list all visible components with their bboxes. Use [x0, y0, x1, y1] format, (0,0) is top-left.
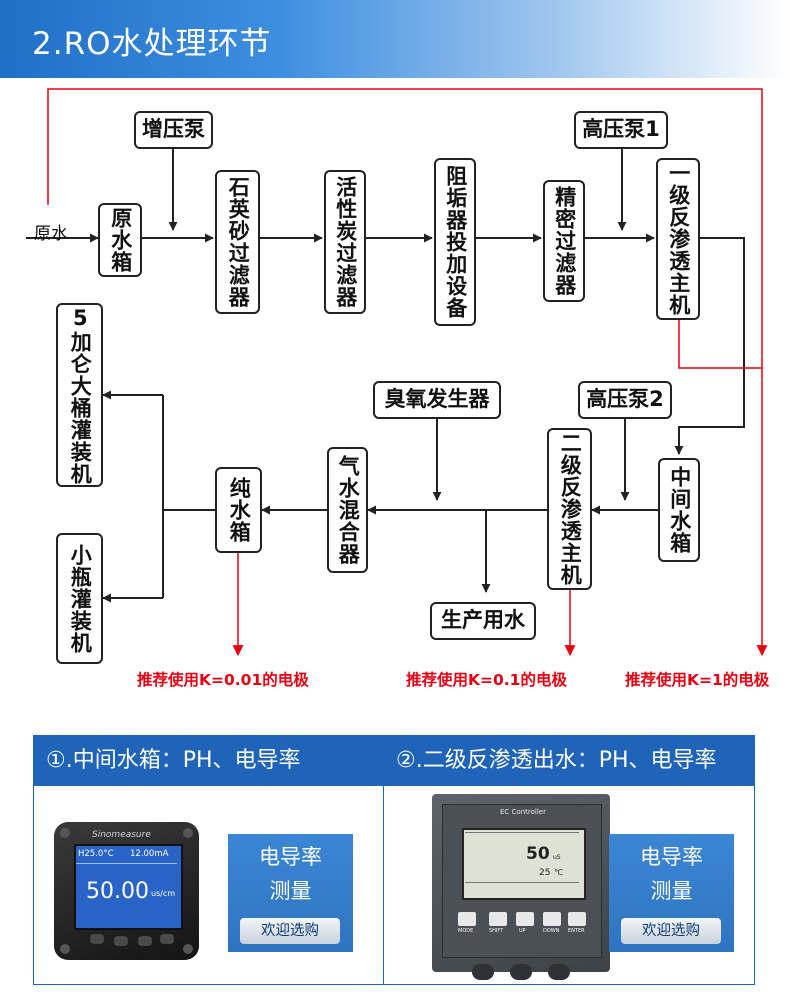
signal-line-ro1 [678, 320, 762, 369]
device-2-value: 50 [526, 844, 550, 864]
device-1-current: 12.00mA [130, 849, 169, 859]
bucket-filler-box: 5加仑大桶灌装机 [56, 303, 103, 487]
device-1-unit: us/cm [151, 889, 176, 898]
production-water-box: 生产用水 [430, 602, 536, 640]
panel-1-title: ①.中间水箱：PH、电导率 [34, 736, 404, 786]
panel-2-title: ②.二级反渗透出水：PH、电导率 [384, 736, 754, 786]
device-1-brand: Sinomeasure [92, 830, 151, 840]
quartz-filter-box: 石英砂过滤器 [215, 170, 260, 314]
mid-tank-box: 中间水箱 [658, 458, 700, 562]
ph-meter-image-2: EC Controller 50 uS 25 ℃ MODE SHIFT UP D… [432, 794, 610, 982]
product-panel-1: ①.中间水箱：PH、电导率 Sinomeasure H25.0°C 12.00m… [33, 735, 405, 985]
section-header: 2.RO水处理环节 [0, 0, 790, 78]
device-2-brand: EC Controller [500, 808, 546, 816]
gas-mixer-box: 气水混合器 [327, 447, 368, 573]
booster-pump-box: 增压泵 [134, 111, 213, 149]
promo-1-line2: 测量 [269, 879, 312, 903]
buy-button-1[interactable]: 欢迎选购 [240, 918, 340, 944]
pure-tank-box: 纯水箱 [215, 467, 262, 553]
precision-filter-box: 精密过滤器 [543, 180, 585, 302]
ph-meter-image-1: Sinomeasure H25.0°C 12.00mA 50.00 us/cm [54, 822, 199, 960]
device-1-temp: H25.0°C [78, 849, 114, 859]
carbon-filter-box: 活性炭过滤器 [324, 170, 366, 314]
device-2-temp-unit: ℃ [554, 868, 563, 877]
hp-pump-1-box: 高压泵1 [574, 111, 668, 149]
section-title: 2.RO水处理环节 [32, 26, 272, 62]
promo-2-line2: 测量 [650, 879, 693, 903]
raw-water-label: 原水 [34, 224, 68, 244]
recommendation-k01: 推荐使用K=0.1的电极 [406, 671, 567, 689]
device-2-unit: uS [553, 854, 561, 861]
ro-1-box: 一级反渗透主机 [656, 158, 700, 320]
hp-pump-2-box: 高压泵2 [578, 381, 672, 419]
signal-line-loop [47, 88, 768, 657]
recommendation-k1: 推荐使用K=1的电极 [625, 671, 770, 689]
promo-1-line1: 电导率 [259, 845, 322, 869]
device-1-value: 50.00 [86, 879, 149, 904]
raw-tank-box: 原水箱 [98, 203, 142, 277]
buy-button-2[interactable]: 欢迎选购 [621, 918, 721, 944]
product-panel-2: ②.二级反渗透出水：PH、电导率 EC Controller 50 uS 25 … [383, 735, 755, 985]
process-flow-diagram [26, 88, 768, 657]
promo-block-1: 电导率 测量 欢迎选购 [228, 834, 353, 952]
recommendation-k001: 推荐使用K=0.01的电极 [137, 671, 309, 689]
antiscalant-box: 阻垢器投加设备 [434, 158, 476, 326]
ro-2-box: 二级反渗透主机 [547, 428, 592, 590]
device-2-temp: 25 [539, 868, 551, 878]
promo-block-2: 电导率 测量 欢迎选购 [609, 834, 734, 952]
promo-2-line1: 电导率 [640, 845, 703, 869]
bottle-filler-box: 小瓶灌装机 [56, 533, 103, 664]
arrow-ro1-to-midtank [674, 237, 745, 455]
ozone-generator-box: 臭氧发生器 [373, 381, 501, 419]
